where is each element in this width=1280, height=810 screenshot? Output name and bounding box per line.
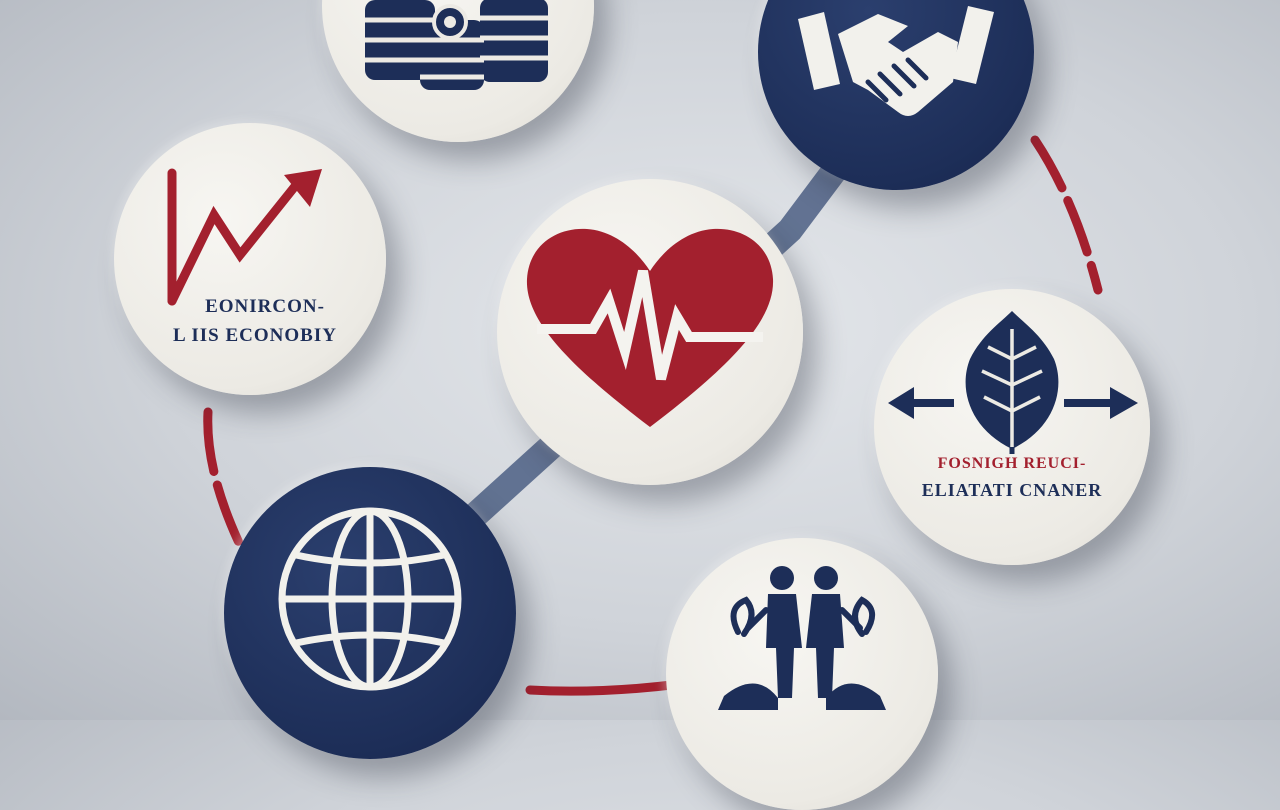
handshake-icon: [798, 6, 994, 116]
scene: EONIRCON- L IIS ECONOBIY F: [114, 0, 1150, 810]
disc-environment: FOSNIGH REUCI- ELIATATI CNANER: [874, 289, 1150, 565]
globe-icon: [278, 507, 462, 691]
disc-global: [224, 467, 516, 759]
disc-finance: [322, 0, 594, 142]
heartbeat-icon: [526, 228, 774, 427]
arrow-right-icon: [1064, 387, 1138, 419]
disc-economy: EONIRCON- L IIS ECONOBIY: [114, 123, 386, 395]
coins-icon: [365, 0, 548, 90]
red-connector-bottom: [525, 679, 685, 696]
red-connector-left: [203, 407, 245, 550]
environment-label-line-1: FOSNIGH REUCI-: [937, 455, 1087, 472]
economy-label-line-1: EONIRCON-: [205, 296, 325, 317]
arrow-left-icon: [888, 387, 954, 419]
economy-label-line-2: L IIS ECONOBIY: [173, 325, 337, 346]
disc-community: [666, 538, 938, 810]
environment-label-line-2: ELIATATI CNANER: [921, 480, 1103, 500]
trend-up-arrow-icon: [167, 168, 322, 306]
disc-health: [497, 179, 803, 485]
people-icon: [718, 566, 886, 710]
leaf-icon: [965, 311, 1059, 454]
red-connector-right: [1030, 135, 1103, 295]
disc-partnership: [758, 0, 1034, 190]
